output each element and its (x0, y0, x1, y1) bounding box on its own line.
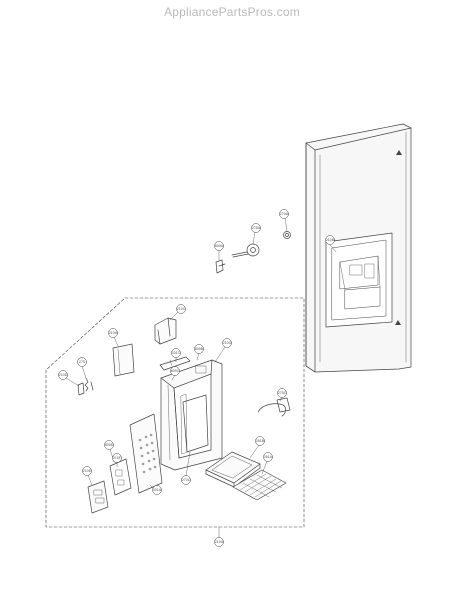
svg-text:210A: 210A (215, 540, 224, 544)
part-dispenser-housing (160, 359, 223, 471)
svg-text:210H: 210H (109, 331, 118, 335)
svg-text:809A: 809A (215, 244, 224, 248)
svg-text:270C: 270C (182, 478, 191, 482)
callout-301A: 301A (152, 485, 162, 495)
svg-text:210B: 210B (326, 238, 335, 242)
part-lever-arm (159, 356, 191, 371)
svg-text:210F: 210F (113, 456, 122, 460)
part-pcb-board (109, 458, 132, 496)
svg-text:261A: 261A (264, 455, 273, 459)
svg-text:270A: 270A (280, 212, 289, 216)
part-spring-small (84, 377, 94, 392)
callout-275: 275 (77, 357, 87, 367)
part-funnel-chute (182, 394, 209, 453)
callout-210E: 210E (82, 466, 92, 476)
callout-331C: 331C (171, 348, 181, 358)
part-duct-door (154, 317, 177, 345)
callout-270C: 270C (181, 475, 191, 485)
part-switch-block (87, 480, 109, 514)
part-small-bracket (215, 259, 226, 274)
callout-210F: 210F (112, 453, 122, 463)
svg-text:210G: 210G (223, 341, 232, 345)
callout-210G: 210G (222, 338, 232, 348)
svg-text:301A: 301A (153, 488, 162, 492)
svg-text:809B: 809B (195, 347, 204, 351)
svg-text:331C: 331C (172, 351, 181, 355)
callout-809D: 809D (104, 440, 114, 450)
callout-210C: 210C (176, 304, 186, 314)
callout-261A: 261A (263, 452, 273, 462)
callout-275C: 275C (277, 388, 287, 398)
part-clip-small (77, 382, 85, 396)
watermark-text: AppliancePartsPros.com (164, 5, 300, 19)
callout-210B: 210B (325, 235, 335, 245)
callout-210D: 210D (58, 370, 68, 380)
assembly-boundary (45, 297, 305, 528)
svg-text:210D: 210D (59, 373, 68, 377)
part-flap-panel (112, 343, 135, 377)
part-motor-actuator (231, 243, 260, 258)
callout-261B: 261B (255, 436, 265, 446)
svg-text:261B: 261B (256, 439, 265, 443)
svg-text:275A: 275A (252, 226, 261, 230)
callout-270A: 270A (279, 209, 289, 219)
callout-275A: 275A (251, 223, 261, 233)
callout-210A: 210A (214, 537, 224, 547)
part-solenoid-coil (283, 231, 291, 239)
svg-text:210C: 210C (177, 307, 186, 311)
callout-809C: 809C (170, 366, 180, 376)
svg-text:809D: 809D (105, 443, 114, 447)
callout-809A: 809A (214, 241, 224, 251)
part-tray-grille (232, 469, 287, 501)
svg-text:275: 275 (79, 360, 85, 364)
part-sensor-wire (257, 397, 291, 417)
callout-809B: 809B (194, 344, 204, 354)
part-control-panel (129, 413, 163, 494)
svg-text:275C: 275C (278, 391, 287, 395)
svg-text:809C: 809C (171, 369, 180, 373)
svg-text:210E: 210E (83, 469, 92, 473)
dispenser-opening (325, 232, 393, 328)
callout-210H: 210H (108, 328, 118, 338)
